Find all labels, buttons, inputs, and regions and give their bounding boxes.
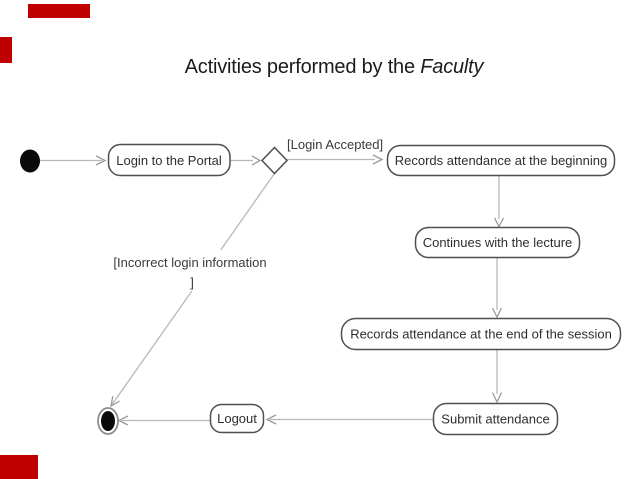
arrow-records-end-to-submit: [491, 350, 503, 404]
activity-box-records-end: [340, 317, 622, 351]
activity-label-login: Login to the Portal: [116, 153, 222, 168]
arrow-submit-to-logout: [265, 414, 433, 425]
activity-label-logout: Logout: [217, 411, 257, 426]
arrow-records-beginning-to-continues: [493, 176, 505, 228]
guard-incorrect-login-line1: [Incorrect login information: [113, 255, 266, 270]
decision-node: [260, 146, 289, 175]
activity-box-records-beginning: [386, 144, 616, 177]
red-accent-bar-top-left: [28, 4, 90, 18]
activity-box-logout: [209, 403, 265, 434]
initial-node: [20, 149, 40, 173]
arrow-logout-to-final: [117, 415, 210, 426]
activity-label-continues: Continues with the lecture: [423, 235, 573, 250]
activity-box-login: [107, 143, 231, 177]
activity-label-submit: Submit attendance: [441, 412, 549, 427]
activity-label-records-end: Records attendance at the end of the ses…: [350, 327, 612, 342]
guard-incorrect-login-line2: ]: [190, 275, 194, 290]
guard-label-mask: [110, 250, 272, 291]
arrow-start-to-login: [40, 155, 107, 166]
activity-box-submit: [432, 402, 559, 436]
arrow-decision-to-records-beginning: [287, 154, 384, 165]
guard-login-accepted: [Login Accepted]: [287, 137, 383, 152]
slide-title: Activities performed by the Faculty: [185, 56, 484, 79]
arrow-login-to-decision: [230, 155, 262, 166]
slide-title-emphasis: Faculty: [420, 56, 484, 78]
activity-label-records-beginning: Records attendance at the beginning: [395, 153, 608, 168]
activity-box-continues: [414, 226, 581, 259]
final-node: [97, 407, 119, 435]
slide-title-text: Activities performed by the: [184, 56, 421, 78]
arrow-continues-to-records-end: [491, 258, 503, 319]
final-node-core: [101, 411, 115, 431]
red-accent-bar-bottom-left: [0, 455, 38, 479]
red-accent-bar-left-edge: [0, 37, 12, 63]
